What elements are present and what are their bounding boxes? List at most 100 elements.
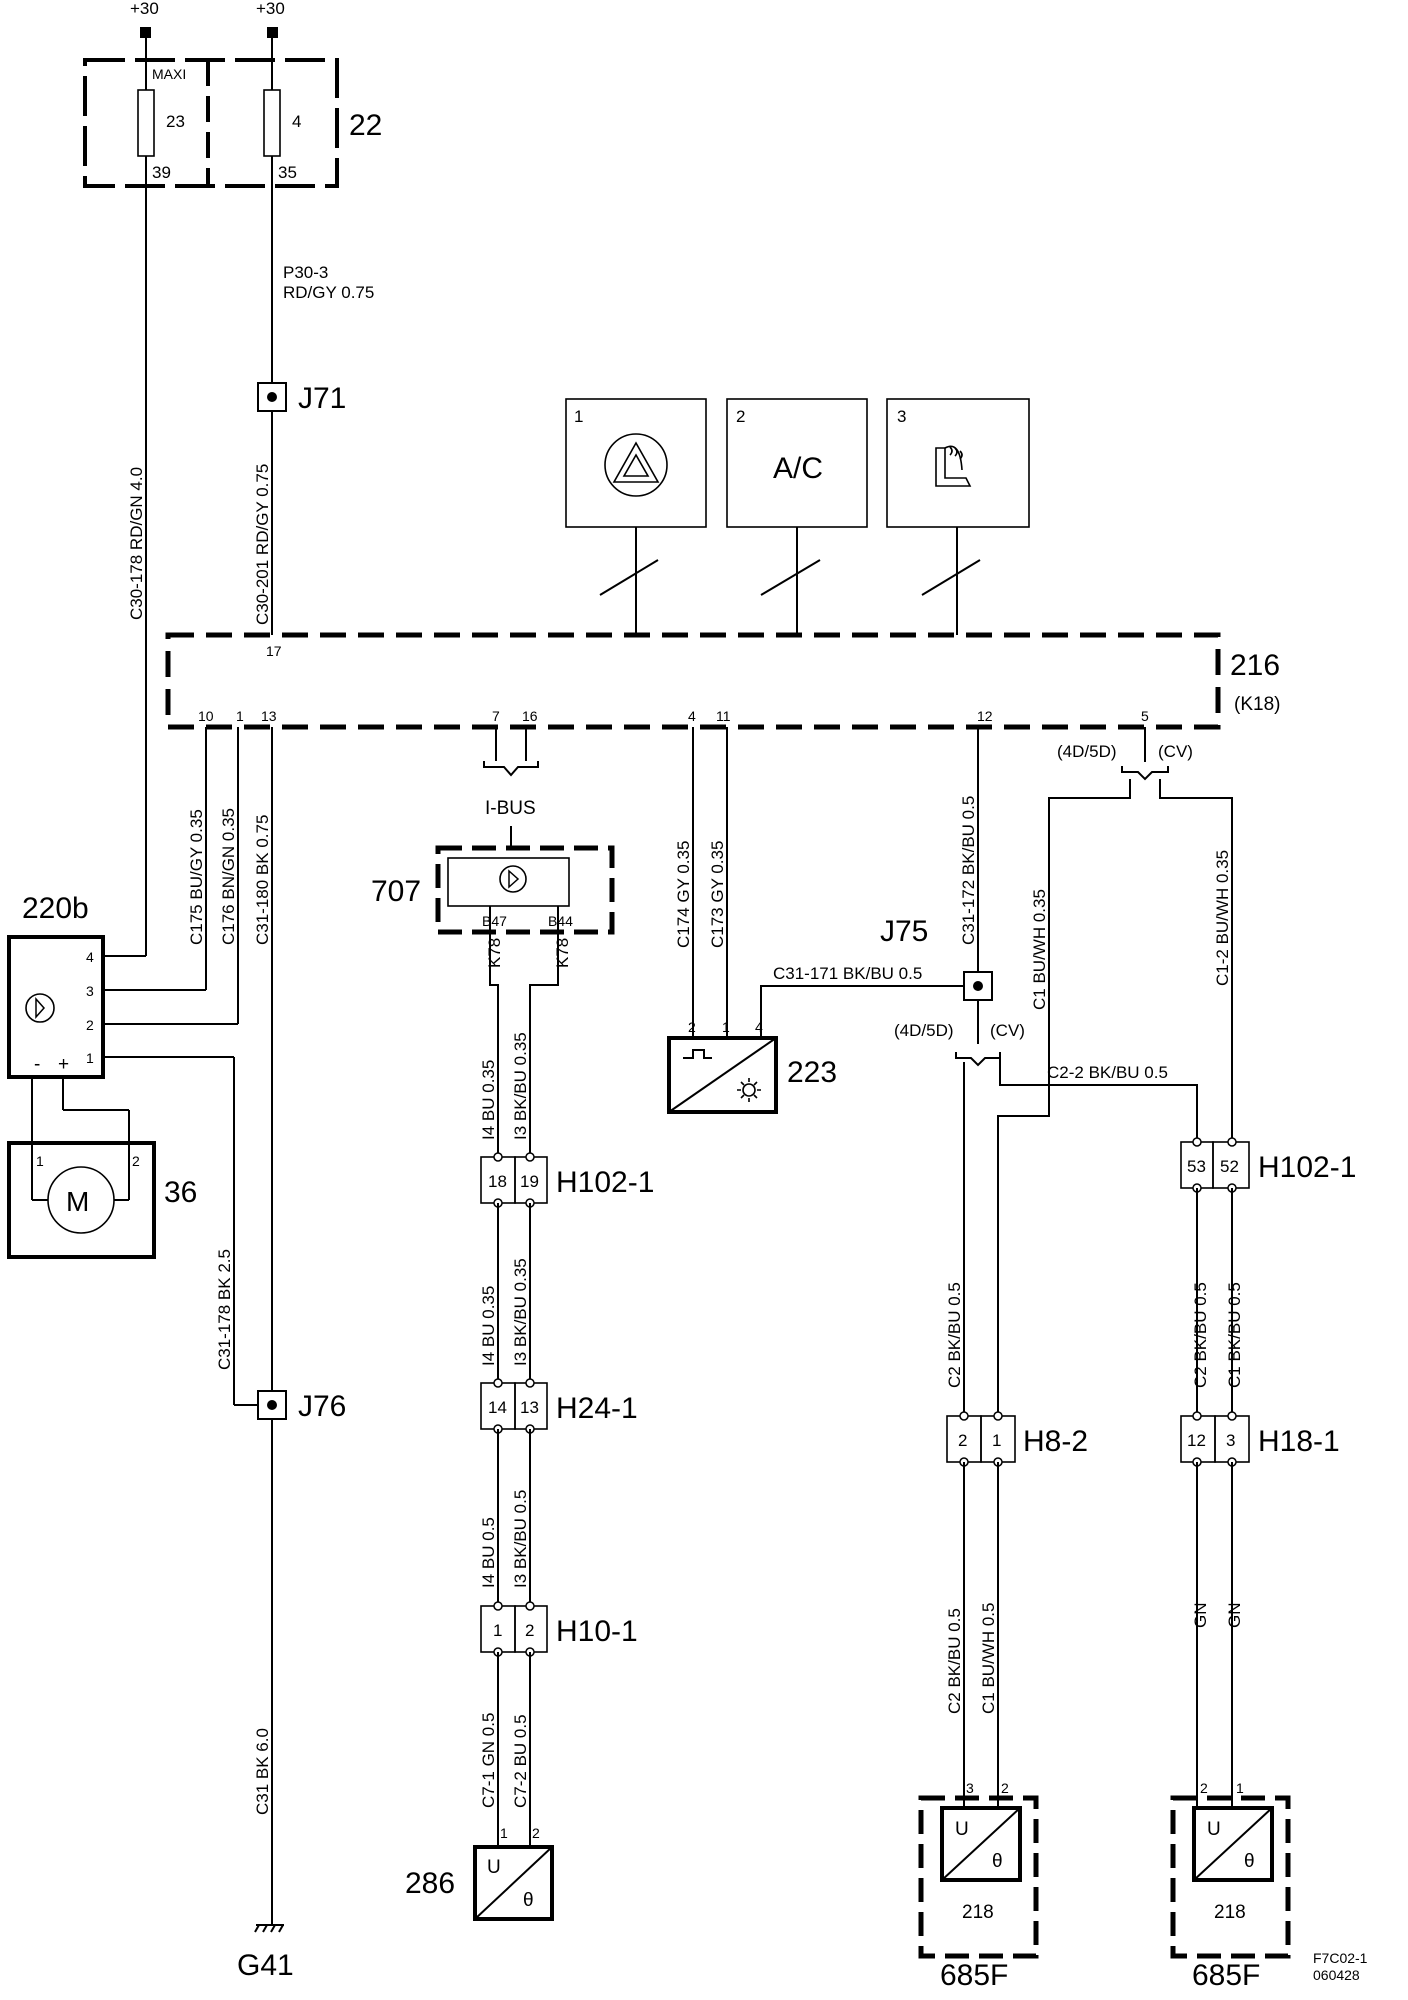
wire-i4-bu-1: I4 BU 0.35 (479, 1060, 498, 1140)
707-pin-b47: B47 (482, 913, 507, 929)
wire-c31-172: C31-172 BK/BU 0.5 (959, 796, 978, 945)
h18-id: H18-1 (1258, 1425, 1340, 1458)
wire-c2-bkbu-right: C2 BK/BU 0.5 (1191, 1282, 1210, 1388)
connector-h24: 14 13 H24-1 (480, 1378, 638, 1434)
fuse-b-pin: 35 (278, 163, 297, 182)
685f-a-label: 685F (940, 1959, 1008, 1992)
218b-theta: θ (1244, 1851, 1255, 1872)
218a-pin-2: 2 (1001, 1780, 1009, 1796)
h10-id: H10-1 (556, 1615, 638, 1648)
wire-c7-2: C7-2 BU 0.5 (511, 1714, 530, 1808)
h8-pin-1: 1 (992, 1431, 1001, 1450)
wire-c1-buwh: C1 BU/WH 0.35 (1030, 889, 1049, 1010)
wire-c1-bkbu-right: C1 BK/BU 0.5 (1225, 1282, 1244, 1388)
supply-right: +30 (256, 0, 285, 62)
wire-c174: C174 GY 0.35 (674, 841, 693, 948)
fusebox-22: 22 MAXI 23 39 4 35 (83, 58, 382, 188)
module-220b: 220b 4 3 2 1 - + (7, 892, 105, 1079)
pin-1: 1 (236, 708, 244, 724)
splice-j75-label: J75 (880, 915, 928, 948)
module-2-number: 2 (736, 407, 745, 426)
wire-c176: C176 BN/GN 0.35 (219, 808, 238, 945)
variant-4d5d-lower: (4D/5D) (894, 1021, 954, 1040)
module-216-id: 216 (1230, 649, 1280, 682)
splice-j76: J76 (257, 1390, 346, 1423)
splice-j76-label: J76 (298, 1390, 346, 1423)
h24-pin-13: 13 (520, 1398, 539, 1417)
fuse-a-type: MAXI (152, 66, 186, 82)
seat-heater-icon (935, 445, 972, 487)
wire-c1-buwh-lower: C1 BU/WH 0.5 (979, 1603, 998, 1714)
wire-c2-bkbu-left: C2 BK/BU 0.5 (945, 1282, 964, 1388)
module-3-seat-heat: 3 (886, 398, 1030, 635)
wire-p30-3-label: P30-3 (283, 263, 328, 282)
module-707-id: 707 (371, 875, 421, 908)
module-216: 216 (K18) 17 10 1 13 7 16 4 11 12 5 (165, 632, 1280, 730)
pin-7: 7 (492, 708, 500, 724)
wire-gn-a: GN (1191, 1603, 1210, 1629)
splice-j75: J75 (880, 915, 993, 1001)
218a-id: 218 (962, 1902, 994, 1923)
h102r-id: H102-1 (1258, 1151, 1356, 1184)
pin-12: 12 (977, 708, 993, 724)
sensor-223: 2 1 4 223 (667, 1019, 837, 1114)
223-pin-4: 4 (755, 1019, 763, 1035)
h24-pin-14: 14 (488, 1398, 507, 1417)
h18-pin-3: 3 (1226, 1431, 1235, 1450)
286-u: U (487, 1857, 501, 1878)
pin-13: 13 (261, 708, 277, 724)
fuse-b-number: 4 (292, 112, 301, 131)
module-1-number: 1 (574, 407, 583, 426)
220b-pin-1: 1 (86, 1050, 94, 1066)
module-707: B47 B44 707 (371, 845, 615, 935)
h102l-pin-18: 18 (488, 1172, 507, 1191)
sensor-286: 1 2 U θ 286 (405, 1825, 554, 1921)
supply-left-label: +30 (130, 0, 159, 18)
286-pin-1: 1 (500, 1825, 508, 1841)
h10-pin-2: 2 (525, 1621, 534, 1640)
685f-b-label: 685F (1192, 1959, 1260, 1992)
i-bus-label: I-BUS (485, 798, 536, 819)
splice-j71: J71 (257, 382, 346, 415)
wire-c30-178: C30-178 RD/GN 4.0 (127, 467, 146, 620)
218a-pin-3: 3 (966, 1780, 974, 1796)
218b-pin-2: 2 (1200, 1780, 1208, 1796)
220b-pin-3: 3 (86, 983, 94, 999)
module-220b-id: 220b (22, 892, 89, 925)
wire-c2-bkbu-lower: C2 BK/BU 0.5 (945, 1608, 964, 1714)
h18-pin-12: 12 (1187, 1431, 1206, 1450)
variant-cv-lower: (CV) (990, 1021, 1025, 1040)
supply-left: +30 (130, 0, 159, 62)
wire-c31-180: C31-180 BK 0.75 (253, 815, 272, 945)
220b-pin-2: 2 (86, 1017, 94, 1033)
fusebox-id: 22 (349, 109, 382, 142)
218b-pin-1: 1 (1236, 1780, 1244, 1796)
wire-i3-bkbu-2: I3 BK/BU 0.35 (511, 1258, 530, 1366)
wire-c31: C31 BK 6.0 (253, 1728, 272, 1815)
220b-pin-4: 4 (86, 949, 94, 965)
h102l-id: H102-1 (556, 1166, 654, 1199)
218a-theta: θ (992, 1851, 1003, 1872)
wire-k78-b: K78 (553, 938, 572, 968)
707-pin-b44: B44 (548, 913, 573, 929)
sensor-286-id: 286 (405, 1867, 455, 1900)
fuse-a-number: 23 (166, 112, 185, 131)
module-2-label: A/C (773, 452, 823, 485)
218b-id: 218 (1214, 1902, 1246, 1923)
wire-i3-bkbu-3: I3 BK/BU 0.5 (511, 1490, 530, 1588)
sun-icon (737, 1078, 761, 1102)
footer-code: F7C02-1 (1313, 1950, 1368, 1966)
module-3-number: 3 (897, 407, 906, 426)
218b-u: U (1207, 1819, 1221, 1840)
223-pin-2: 2 (688, 1019, 696, 1035)
wire-gn-b: GN (1225, 1603, 1244, 1629)
module-216-sub: (K18) (1234, 694, 1280, 715)
wire-i4-bu-3: I4 BU 0.5 (479, 1517, 498, 1588)
wire-c173: C173 GY 0.35 (708, 841, 727, 948)
variant-cv-upper: (CV) (1158, 742, 1193, 761)
220b-minus: - (34, 1054, 40, 1075)
wire-c7-1: C7-1 GN 0.5 (479, 1713, 498, 1808)
h102l-pin-19: 19 (520, 1172, 539, 1191)
wire-c1-2: C1-2 BU/WH 0.35 (1213, 850, 1232, 986)
connector-h102-left: 18 19 H102-1 (480, 1152, 654, 1208)
